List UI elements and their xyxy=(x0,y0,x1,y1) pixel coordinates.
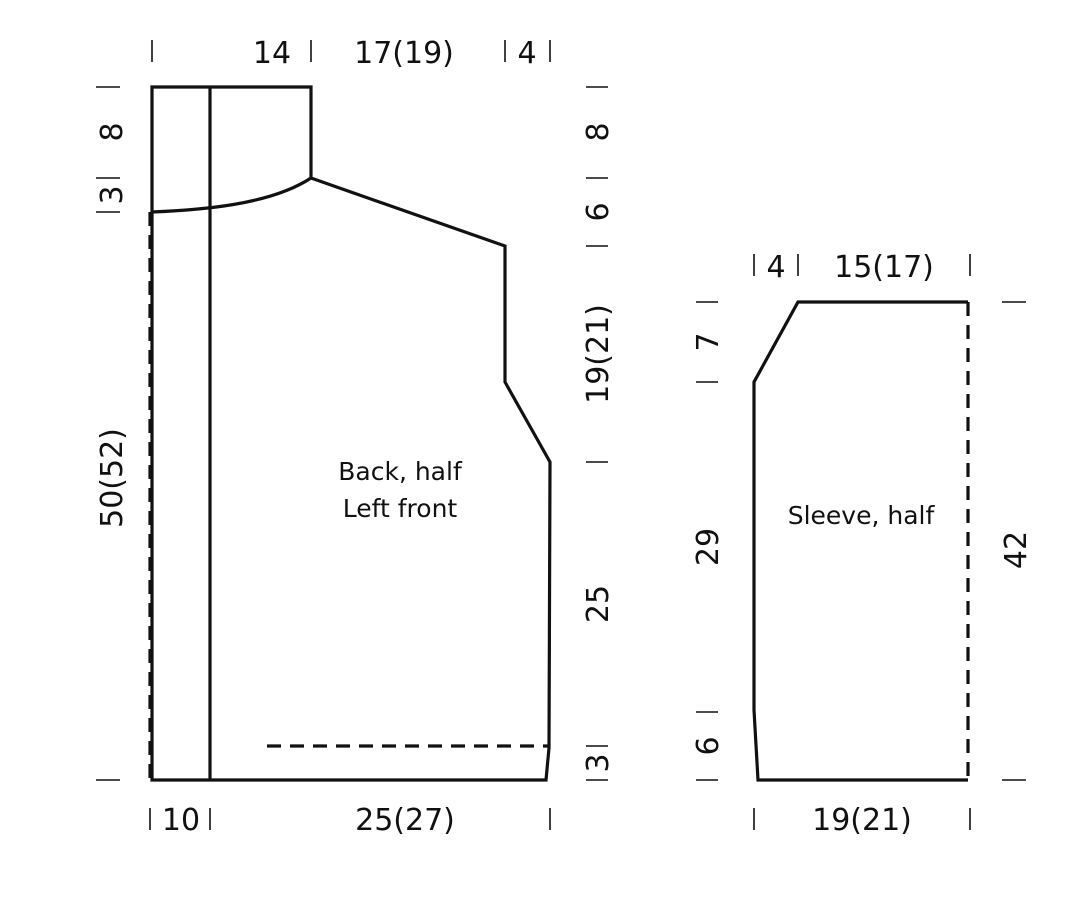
dim-sleeve-top-slope: 4 xyxy=(766,250,785,285)
dim-bottom-width: 25(27) xyxy=(355,803,455,838)
body-piece: Back, half Left front xyxy=(148,85,552,782)
neckline-curve xyxy=(151,176,312,214)
sleeve-dimensions: 4 15(17) 7 29 6 42 19(21) xyxy=(691,250,1034,838)
body-dimensions: 14 17(19) 4 8 3 50(52) 8 6 19(21) 25 3 1… xyxy=(95,36,616,838)
dim-right-side: 25 xyxy=(581,585,616,623)
dim-top-neck: 14 xyxy=(253,36,291,71)
dim-top-shoulder: 17(19) xyxy=(354,36,454,71)
dim-sleeve-right-total: 42 xyxy=(999,531,1034,569)
dim-bottom-band: 10 xyxy=(162,803,200,838)
dim-left-total: 50(52) xyxy=(95,428,130,528)
dim-right-slope: 6 xyxy=(581,202,616,221)
dim-sleeve-bottom-width: 19(21) xyxy=(812,803,912,838)
dim-top-edge: 4 xyxy=(517,36,536,71)
sleeve-label: Sleeve, half xyxy=(788,501,936,530)
body-outline xyxy=(150,85,552,782)
dim-right-armhole: 19(21) xyxy=(581,304,616,404)
dim-sleeve-top-width: 15(17) xyxy=(834,250,934,285)
dim-right-hem: 3 xyxy=(581,753,616,772)
sleeve-piece: Sleeve, half xyxy=(752,300,970,782)
body-label-front: Left front xyxy=(343,494,458,523)
dim-left-upper: 8 xyxy=(95,122,130,141)
sleeve-outline xyxy=(752,300,968,782)
dim-sleeve-left-cuff: 6 xyxy=(691,736,726,755)
dim-sleeve-left-cap: 7 xyxy=(691,332,726,351)
dim-left-neckdrop: 3 xyxy=(95,185,130,204)
dim-right-upper: 8 xyxy=(581,122,616,141)
body-label-back: Back, half xyxy=(338,457,463,486)
dim-sleeve-left-length: 29 xyxy=(691,528,726,566)
